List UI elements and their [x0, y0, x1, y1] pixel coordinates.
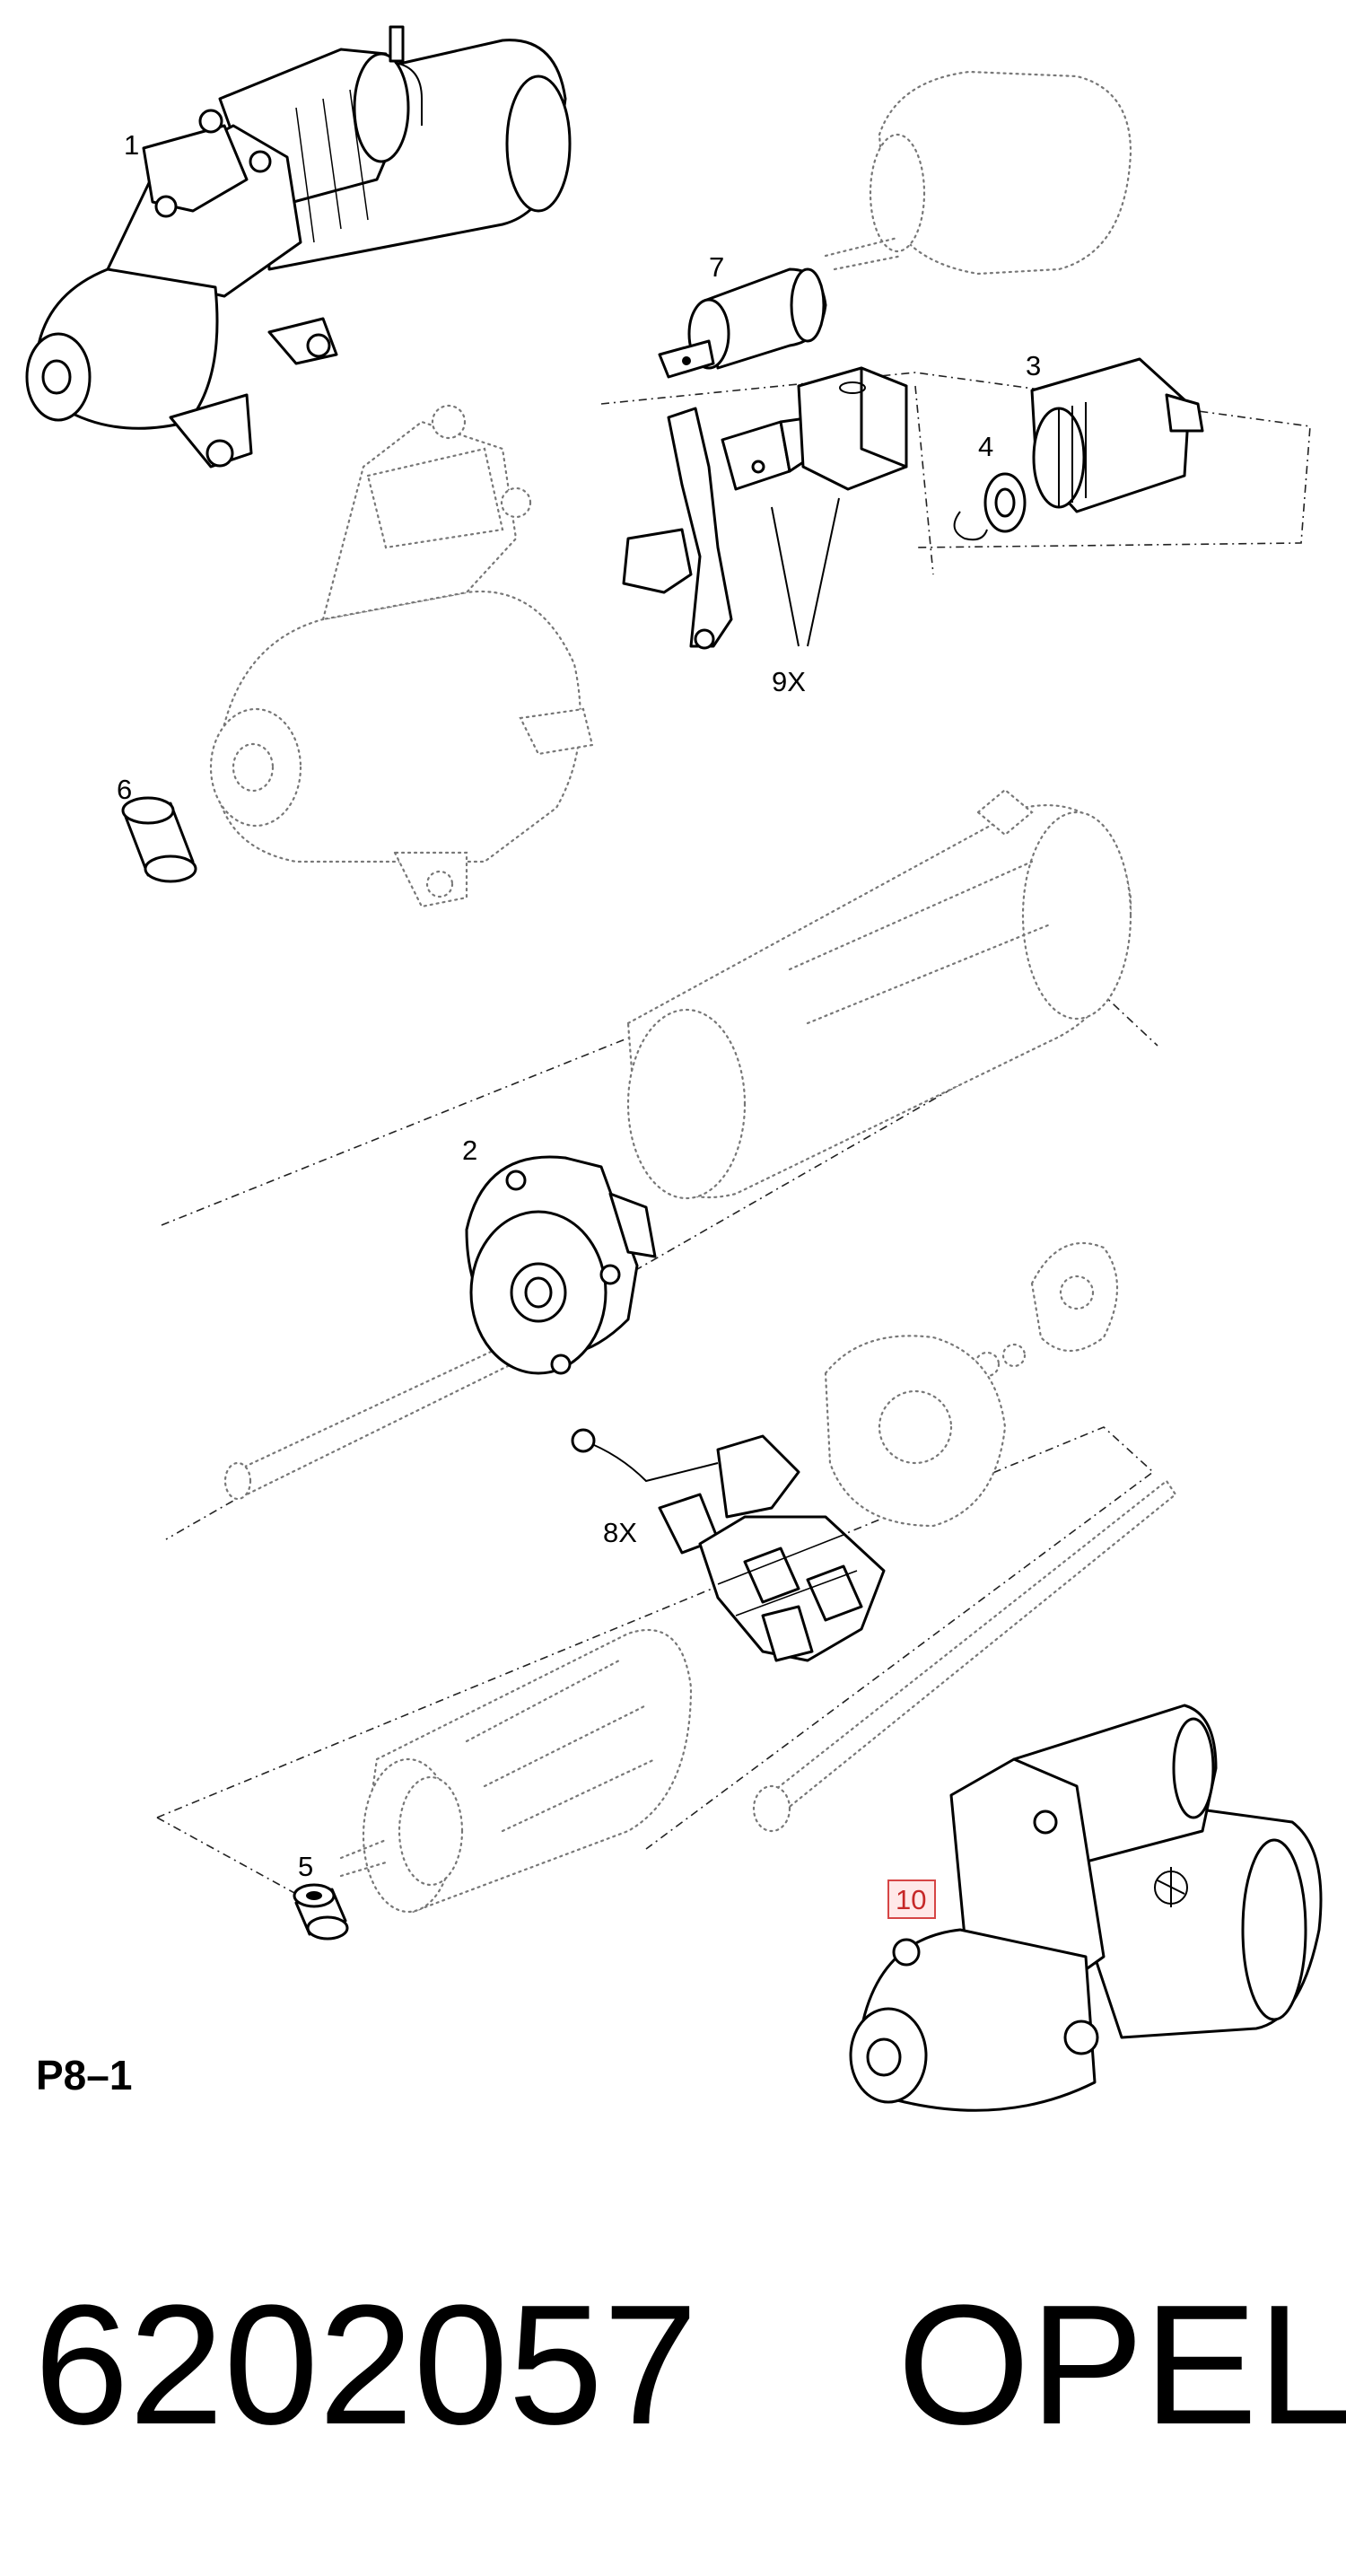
part-2-commutator-end-cover [465, 1155, 657, 1375]
callout-6: 6 [117, 774, 132, 805]
callout-9x: 9X [772, 666, 806, 697]
part-8x-brush-holder [571, 1428, 886, 1662]
part-9x-engagement-lever-set [622, 366, 908, 650]
drive-end-housing-outline [209, 70, 1132, 908]
callout-labels: 1 7 3 4 9X 6 2 8X 5 10 [117, 129, 1041, 1919]
callout-1: 1 [124, 129, 139, 161]
part-4-stop-ring [953, 472, 1027, 541]
part-6-bushing [121, 796, 197, 883]
callout-3: 3 [1026, 350, 1041, 381]
part-1-starter-assembly [25, 25, 572, 469]
callout-10: 10 [896, 1884, 926, 1915]
callout-5: 5 [298, 1851, 313, 1882]
yoke-housing-outline [626, 788, 1132, 1528]
callout-4: 4 [978, 431, 993, 462]
part-10-replacement-starter [849, 1704, 1323, 2112]
part-5-bushing [293, 1883, 349, 1941]
callout-7: 7 [709, 251, 724, 283]
armature-outline [223, 1345, 1177, 1914]
part-number: 6202057 [34, 2270, 698, 2460]
callout-2: 2 [462, 1135, 477, 1166]
part-7-plunger [658, 267, 827, 379]
page-code: P8–1 [36, 2052, 132, 2098]
callout-10-highlight-box [887, 1879, 936, 1919]
brand-name: OPEL [897, 2270, 1346, 2460]
part-3-pinion-drive [1030, 357, 1204, 513]
callout-8x: 8X [603, 1517, 637, 1548]
